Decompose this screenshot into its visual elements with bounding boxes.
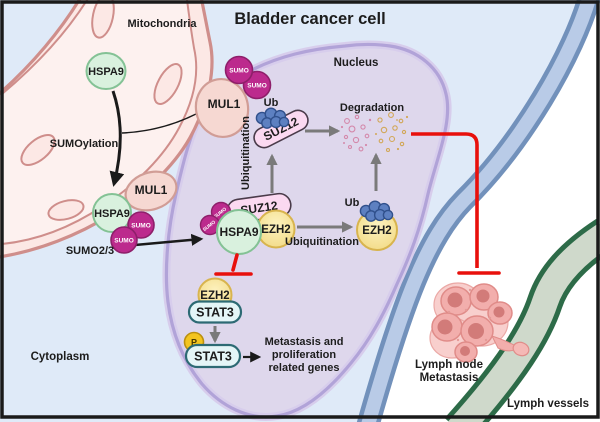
hspa9-ezh2-inhibition [214, 253, 253, 276]
sumoylation-label: SUMOylation [50, 138, 119, 150]
cytoplasm-label: Cytoplasm [31, 351, 90, 363]
lymph-vessel [444, 218, 600, 422]
ubiquitination-label-horizontal: Ubiquitination [285, 236, 359, 248]
mitochondria-label: Mitochondria [127, 18, 197, 30]
sumo-label: SUMO [247, 83, 267, 90]
sumo23-label: SUMO2/3 [66, 245, 114, 257]
ezh2-complex: EZH2 [256, 209, 296, 249]
genes-label: Metastasis and proliferation related gen… [265, 336, 344, 374]
stat3-phosphorylated: P STAT3 [183, 331, 242, 369]
mul1-outer: MUL1 [194, 77, 250, 139]
hspa9-mitochondrial: HSPA9 [85, 52, 127, 90]
suz12-ubiquitinated: SUZ12 [253, 107, 309, 149]
sumo-pair-free: SUMO SUMO [224, 55, 272, 100]
sumoylation-arrow [109, 90, 125, 187]
degradation-label: Degradation [340, 102, 404, 114]
stat3-label: STAT3 [196, 306, 234, 320]
ubiquitination-label-vertical: Ubiquitination [240, 116, 252, 190]
mitochondria-cristae [20, 0, 183, 221]
mitochondria-shape [0, 0, 214, 259]
ub-label: Ub [345, 197, 360, 209]
lymph-vessels-label: Lymph vessels [507, 398, 589, 410]
svg-text:Lymph node: Lymph node [415, 359, 483, 371]
mul1-label: MUL1 [135, 183, 168, 197]
sumo-label: SUMO [229, 68, 249, 75]
lymph-node-cells [429, 282, 530, 363]
ezh2-label: EZH2 [261, 224, 290, 236]
hspa9-label: HSPA9 [219, 225, 258, 239]
nuclear-process-arrows [209, 125, 382, 344]
cell-membrane [356, 0, 600, 422]
svg-text:proliferation: proliferation [272, 349, 336, 361]
degradation-fragments [340, 112, 409, 153]
ezh2-stat3: EZH2 STAT3 [187, 277, 243, 324]
phospho-label: P [191, 338, 197, 348]
hspa9-nuclear: SUMO SUMO HSPA9 [199, 201, 262, 255]
svg-text:Metastasis: Metastasis [420, 372, 479, 384]
hspa9-sumoylated: HSPA9 SUMO SUMO [92, 193, 155, 254]
lymph-node-label: Lymph node Metastasis [415, 359, 483, 384]
ub-label: Ub [264, 97, 279, 109]
nuclear-import-arrow [134, 233, 204, 247]
ezh2-ubiquitinated: EZH2 [356, 200, 398, 251]
metastasis-inhibition [411, 132, 501, 275]
svg-text:Metastasis and: Metastasis and [265, 336, 344, 348]
mul1-membrane: MUL1 [124, 170, 178, 212]
hspa9-label: HSPA9 [88, 66, 124, 78]
mul1-label: MUL1 [208, 97, 241, 111]
nucleus-label: Nucleus [334, 57, 379, 69]
mul1-connector-line [121, 113, 197, 134]
stat3-label: STAT3 [194, 350, 232, 364]
page-title: Bladder cancer cell [234, 10, 385, 28]
ezh2-label: EZH2 [200, 290, 229, 302]
sumo-label: SUMO [114, 238, 134, 245]
hspa9-label: HSPA9 [94, 208, 130, 220]
ezh2-label: EZH2 [362, 225, 391, 237]
svg-text:related genes: related genes [269, 362, 340, 374]
sumo-label: SUMO [131, 223, 151, 230]
metastasizing-cell [512, 341, 530, 357]
